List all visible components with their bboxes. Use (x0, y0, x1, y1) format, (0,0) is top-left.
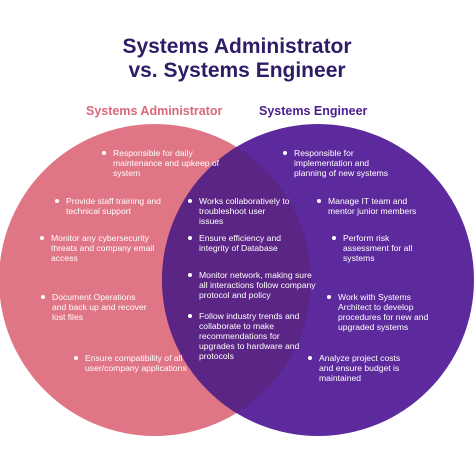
admin-item: Ensure compatibility of all user/company… (74, 353, 202, 373)
engineer-item-text: Responsible for implementation and plann… (294, 148, 389, 178)
engineer-item: Manage IT team and mentor junior members (317, 196, 427, 216)
engineer-item-text: Analyze project costs and ensure budget … (319, 353, 401, 383)
bullet-icon (41, 294, 45, 299)
engineer-circle-label: Systems Engineer (259, 104, 368, 118)
engineer-item: Perform risk assessment for all systems (332, 233, 424, 263)
engineer-item-text: Manage IT team and mentor junior members (328, 196, 417, 216)
admin-item-text: Ensure compatibility of all user/company… (85, 353, 187, 373)
bullet-icon (55, 198, 59, 203)
shared-item-text: Follow industry trends and collaborate t… (199, 311, 300, 361)
shared-item-text: Monitor network, making sure all interac… (199, 270, 316, 300)
admin-item: Responsible for daily maintenance and up… (102, 148, 220, 178)
bullet-icon (308, 355, 312, 360)
admin-item-text: Monitor any cybersecurity threats and co… (51, 233, 155, 263)
engineer-item: Analyze project costs and ensure budget … (308, 353, 416, 383)
admin-item-text: Provide staff training and technical sup… (66, 196, 161, 216)
admin-circle-label: Systems Administrator (86, 104, 223, 118)
bullet-icon (188, 313, 192, 318)
shared-item: Works collaboratively to troubleshoot us… (188, 196, 292, 226)
bullet-icon (188, 272, 192, 277)
engineer-item-text: Work with Systems Architect to develop p… (338, 292, 429, 332)
title-line-1: Systems Administrator (122, 35, 352, 58)
bullet-icon (188, 198, 192, 203)
admin-item: Monitor any cybersecurity threats and co… (40, 233, 156, 263)
admin-item-text: Responsible for daily maintenance and up… (113, 148, 220, 178)
shared-item: Ensure efficiency and integrity of Datab… (188, 233, 292, 253)
bullet-icon (332, 235, 336, 240)
bullet-icon (317, 198, 321, 203)
engineer-item: Work with Systems Architect to develop p… (327, 292, 431, 332)
admin-item-text: Document Operations and back up and reco… (52, 292, 147, 322)
bullet-icon (74, 355, 78, 360)
engineer-item-text: Perform risk assessment for all systems (343, 233, 413, 263)
bullet-icon (283, 150, 287, 155)
shared-item: Monitor network, making sure all interac… (188, 270, 316, 300)
overlap-region (162, 124, 311, 436)
bullet-icon (102, 150, 106, 155)
engineer-item: Responsible for implementation and plann… (283, 148, 401, 178)
shared-item-text: Works collaboratively to troubleshoot us… (199, 196, 290, 226)
bullet-icon (188, 235, 192, 240)
admin-item: Document Operations and back up and reco… (41, 292, 151, 322)
shared-item: Follow industry trends and collaborate t… (188, 311, 304, 361)
bullet-icon (40, 235, 44, 240)
admin-item: Provide staff training and technical sup… (55, 196, 173, 216)
title-line-2: vs. Systems Engineer (128, 59, 346, 82)
bullet-icon (327, 294, 331, 299)
shared-item-text: Ensure efficiency and integrity of Datab… (199, 233, 282, 253)
